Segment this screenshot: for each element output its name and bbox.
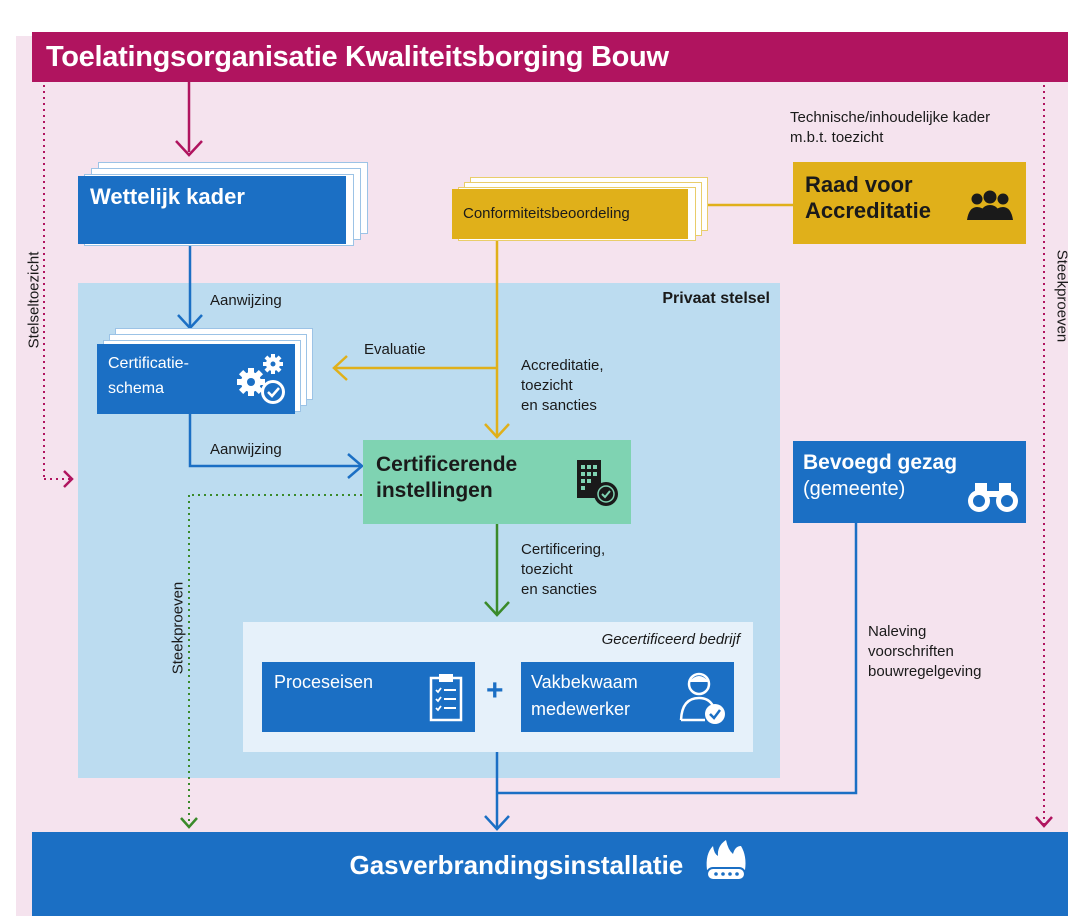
arrow-certificerende-to-bedrijf [484,523,510,617]
vakbekwaam-medewerker-box: Vakbekwaam medewerker [521,662,734,732]
people-icon [967,190,1013,220]
label-steekproeven-left: Steekproeven [169,581,187,675]
installatie-bar: Gasverbrandingsinstallatie [32,832,1068,916]
label-steekproeven-right: Steekproeven [1053,249,1068,343]
worker-check-icon [679,672,725,724]
naleving-line1: Naleving [868,623,927,640]
vakbekwaam-line1: Vakbekwaam [531,672,638,692]
technisch-kader-line1: Technische/inhoudelijke kader [790,109,991,126]
arrow-kader-to-schema [177,243,203,330]
gears-check-icon [237,354,285,404]
conformiteit-box: Conformiteitsbeoordeling [452,189,688,239]
binoculars-icon [968,483,1018,512]
arrow-bedrijf-to-installatie [484,752,510,831]
accreditatie-line2: toezicht [521,377,573,394]
label-aanwijzing-top: Aanwijzing [210,292,282,309]
gecertificeerd-bedrijf-title: Gecertificeerd bedrijf [601,631,740,648]
raad-accreditatie-box: Raad voor Accreditatie [793,162,1026,244]
technisch-kader-text: Technische/inhoudelijke kader m.b.t. toe… [790,108,990,148]
bevoegd-line2: (gemeente) [803,478,906,500]
stelseltoezicht-dotted-line [43,85,74,488]
wettelijk-kader-stack: Wettelijk kader [78,162,368,252]
schema-line2: schema [108,380,165,397]
steekproeven-left-dotted-line [180,494,362,829]
certificering-line3: en sancties [521,581,597,598]
label-aanwijzing-bottom: Aanwijzing [210,441,282,458]
label-accreditatie: Accreditatie, toezicht en sancties [521,356,604,416]
installatie-title: Gasverbrandingsinstallatie [349,850,684,880]
arrow-bevoegd-to-installatie [497,522,858,795]
arrow-schema-to-certificerende [188,414,364,479]
arrow-conformiteit-to-certificerende [484,238,510,439]
plus-sign: + [486,674,504,707]
arrow-header-to-kader [175,82,203,157]
wettelijk-kader-box: Wettelijk kader [78,176,346,244]
label-naleving: Naleving voorschriften bouwregelgeving [868,622,981,682]
bevoegd-gezag-box: Bevoegd gezag (gemeente) [793,441,1026,523]
certificering-line2: toezicht [521,561,573,578]
naleving-line2: voorschriften [868,643,954,660]
building-badge-icon [577,460,618,506]
vakbekwaam-line2: medewerker [531,699,631,719]
technisch-kader-line2: m.b.t. toezicht [790,129,884,146]
proceseisen-label: Proceseisen [274,672,374,692]
raad-line2: Accreditatie [805,198,931,223]
steekproeven-right-dotted-line [1035,85,1053,828]
certificerende-line1: Certificerende [376,453,518,476]
accreditatie-line1: Accreditatie, [521,357,604,374]
naleving-line3: bouwregelgeving [868,663,982,680]
bevoegd-line1: Bevoegd gezag [803,451,958,474]
clipboard-icon [429,674,463,722]
certificatieschema-box: Certificatie- schema [97,344,295,414]
certificerende-line2: instellingen [376,479,493,502]
accreditatie-line3: en sancties [521,397,597,414]
schema-line1: Certificatie- [108,355,189,372]
label-certificering: Certificering, toezicht en sancties [521,540,605,600]
certificerende-instellingen-box: Certificerende instellingen [363,440,631,524]
privaat-stelsel-title: Privaat stelsel [662,290,770,307]
proceseisen-box: Proceseisen [262,662,475,732]
certificatieschema-stack: Certificatie- schema [97,328,317,416]
arrow-evaluatie-to-schema [332,355,497,381]
label-stelseltoezicht: Stelseltoezicht [25,251,43,349]
raad-line1: Raad voor [805,172,913,197]
certificering-line1: Certificering, [521,541,606,558]
header-bar: Toelatingsorganisatie Kwaliteitsborging … [32,32,1068,82]
flame-icon [705,840,746,882]
label-evaluatie: Evaluatie [364,341,426,358]
conformiteit-stack: Conformiteitsbeoordeling [452,177,712,242]
